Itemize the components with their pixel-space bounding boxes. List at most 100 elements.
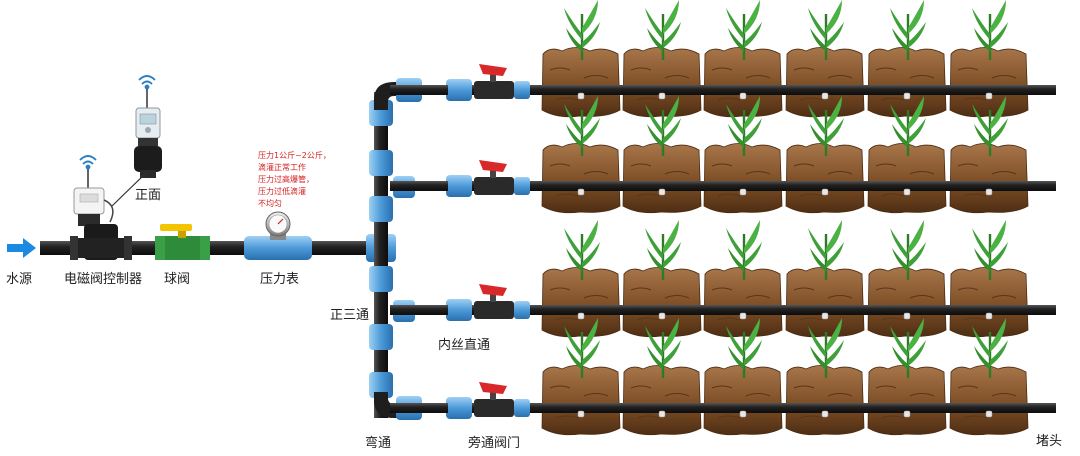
branch-pipe [390, 181, 448, 191]
plant-sprout-icon [564, 96, 600, 156]
field-row [420, 220, 1056, 338]
soil-texture [957, 287, 1017, 321]
vertical-manifold-pipe [374, 92, 388, 418]
soil-texture [875, 67, 935, 101]
drip-emitter-icon [985, 92, 993, 100]
bypass-valve [474, 301, 514, 319]
connector-fitting [514, 301, 530, 319]
plant-sprout-icon [972, 96, 1008, 156]
soil-bed [703, 267, 783, 338]
soil-texture [793, 163, 853, 197]
soil-bed [785, 365, 865, 436]
soil-texture [549, 287, 609, 321]
connector-fitting [514, 81, 530, 99]
plant-sprout-icon [726, 318, 762, 378]
soil-bed [703, 143, 783, 214]
plant-sprout-icon [972, 0, 1008, 60]
soil-texture [711, 287, 771, 321]
soil-bed [541, 365, 621, 436]
plant-sprout-icon [890, 220, 926, 280]
label-elbow: 弯通 [365, 436, 392, 451]
soil-bed [541, 47, 621, 118]
plant-sprout-icon [645, 96, 681, 156]
soil-texture [957, 67, 1017, 101]
plant-sprout-icon [890, 318, 926, 378]
soil-texture [957, 385, 1017, 419]
label-front-view: 正面 [135, 188, 162, 203]
soil-bed [622, 47, 702, 118]
branch-pipe [390, 403, 448, 413]
drip-emitter-icon [739, 92, 747, 100]
soil-bed [541, 143, 621, 214]
soil-bed [867, 143, 947, 214]
drip-emitter-icon [985, 410, 993, 418]
plant-sprout-icon [890, 0, 926, 60]
drip-emitter-icon [658, 312, 666, 320]
wifi-icon [79, 155, 97, 170]
female-straight-coupling [446, 397, 472, 419]
plant-sprout-icon [890, 96, 926, 156]
soil-bed [949, 365, 1029, 436]
valve-handle-icon [479, 284, 507, 296]
plant-sprout-icon [808, 0, 844, 60]
pressure-note: 压力1公斤~2公斤， 滴灌正常工作 压力过高爆管， 压力过低滴灌 不均匀 [258, 150, 368, 210]
plant-sprout-icon [564, 318, 600, 378]
soil-bed [949, 267, 1029, 338]
branch-pipe [390, 85, 448, 95]
pressure-note-line: 滴灌正常工作 [258, 163, 306, 172]
drip-emitter-icon [577, 188, 585, 196]
bypass-valve [474, 399, 514, 417]
connector-fitting [514, 399, 530, 417]
pressure-note-line: 压力过低滴灌 [258, 187, 306, 196]
soil-texture [875, 385, 935, 419]
pressure-note-line: 压力过高爆管， [258, 175, 314, 184]
drip-lateral-pipe [420, 181, 1056, 191]
soil-bed [622, 143, 702, 214]
drip-emitter-icon [821, 188, 829, 196]
valve-handle-icon [479, 64, 507, 76]
soil-texture [630, 163, 690, 197]
soil-bed [949, 47, 1029, 118]
valve-handle-icon [479, 382, 507, 394]
soil-texture [875, 163, 935, 197]
soil-texture [630, 67, 690, 101]
label-female-coupling: 内丝直通 [438, 338, 491, 353]
label-solenoid-controller: 电磁阀控制器 [64, 272, 143, 287]
pressure-gauge [244, 211, 312, 260]
plant-sprout-icon [808, 96, 844, 156]
plant-sprout-icon [972, 318, 1008, 378]
soil-texture [793, 385, 853, 419]
field-row [420, 318, 1056, 436]
ball-valve [155, 224, 210, 260]
soil-bed [785, 47, 865, 118]
plant-sprout-icon [808, 318, 844, 378]
pressure-note-line: 压力1公斤~2公斤， [258, 151, 331, 160]
bypass-valve [474, 177, 514, 195]
female-straight-coupling [446, 299, 472, 321]
drip-emitter-icon [577, 312, 585, 320]
soil-bed [867, 267, 947, 338]
branch-pipe [390, 305, 448, 315]
soil-bed [785, 143, 865, 214]
bypass-valve [474, 81, 514, 99]
soil-texture [875, 287, 935, 321]
soil-texture [711, 385, 771, 419]
label-bypass-valve: 旁通阀门 [468, 436, 521, 451]
soil-texture [793, 67, 853, 101]
plant-sprout-icon [972, 220, 1008, 280]
soil-bed [867, 365, 947, 436]
soil-bed [703, 365, 783, 436]
drip-lateral-pipe [420, 305, 1056, 315]
soil-texture [711, 163, 771, 197]
wifi-icon [138, 75, 156, 90]
soil-bed [622, 267, 702, 338]
drip-emitter-icon [577, 92, 585, 100]
drip-emitter-icon [903, 188, 911, 196]
drip-emitter-icon [739, 312, 747, 320]
field-row [420, 96, 1056, 214]
soil-texture [630, 287, 690, 321]
soil-bed [867, 47, 947, 118]
valve-handle-icon [479, 160, 507, 172]
soil-bed [622, 365, 702, 436]
